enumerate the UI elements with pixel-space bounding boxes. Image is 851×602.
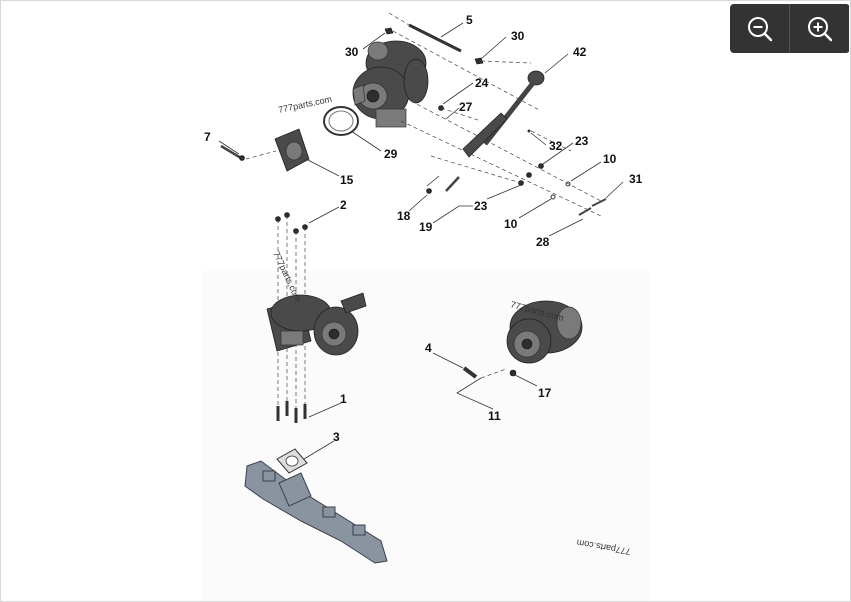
zoom-in-icon [807, 16, 832, 41]
pipe-part-4 [462, 366, 478, 379]
watermark-1: 777parts.com [277, 94, 332, 115]
zoom-out-icon [747, 16, 772, 41]
gasket-part-3 [276, 448, 308, 474]
callout-23b: 23 [474, 199, 488, 213]
callout-27: 27 [459, 100, 473, 114]
leader-lines-right [432, 352, 538, 410]
zoom-out-button[interactable] [730, 4, 789, 53]
leader-lines-middle [303, 206, 342, 460]
actuator-part-42 [462, 70, 545, 158]
gasket-part-29 [323, 106, 359, 136]
callout-10b: 10 [504, 217, 518, 231]
callout-labels: 5 30 30 42 24 27 7 29 15 32 23 10 31 18 … [204, 13, 643, 444]
callout-7: 7 [204, 130, 211, 144]
callout-18: 18 [397, 209, 411, 223]
turbocharger-middle [266, 292, 367, 356]
callout-19: 19 [419, 220, 433, 234]
callout-42: 42 [573, 45, 587, 59]
callout-23a: 23 [575, 134, 589, 148]
callout-29: 29 [384, 147, 398, 161]
diagram-background [201, 271, 651, 601]
stud-set-part-1 [276, 401, 307, 423]
assembly-lines-top [245, 30, 602, 217]
zoom-controls [730, 4, 850, 53]
exhaust-manifold [244, 460, 388, 564]
callout-4: 4 [425, 341, 432, 355]
callout-11: 11 [488, 409, 501, 423]
hardware-group-right [426, 105, 607, 216]
callout-30a: 30 [345, 45, 359, 59]
fitting-part-17 [509, 369, 517, 377]
callout-1: 1 [340, 392, 347, 406]
callout-30b: 30 [511, 29, 525, 43]
callout-17: 17 [538, 386, 552, 400]
callout-31: 31 [629, 172, 643, 186]
turbocharger-cartridge [506, 300, 583, 364]
flange-part-15 [274, 128, 310, 172]
callout-15: 15 [340, 173, 354, 187]
bolt-part-7 [220, 144, 245, 161]
callout-24: 24 [475, 76, 489, 90]
callout-10a: 10 [603, 152, 617, 166]
zoom-in-button[interactable] [789, 4, 849, 53]
callout-2: 2 [340, 198, 347, 212]
callout-32: 32 [549, 139, 563, 153]
stud-part-5 [388, 12, 462, 53]
callout-5: 5 [466, 13, 473, 27]
nut-part-30b [474, 57, 484, 65]
callout-3: 3 [333, 430, 340, 444]
leader-lines-top [218, 22, 624, 237]
nut-part-30a [384, 27, 394, 35]
turbocharger-top [352, 40, 429, 128]
callout-28: 28 [536, 235, 550, 249]
